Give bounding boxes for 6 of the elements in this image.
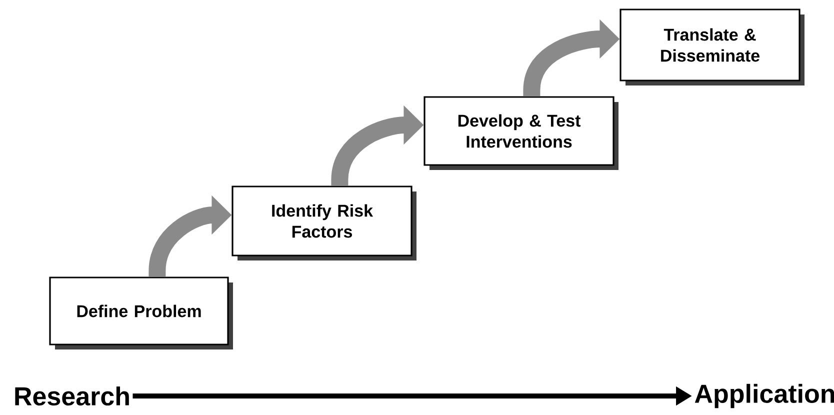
step-box: Translate & Disseminate: [620, 8, 804, 86]
step-box: Define Problem: [49, 276, 233, 350]
axis-label: Application: [694, 384, 834, 408]
axis-label: Research: [15, 386, 129, 406]
step-box: Identify Risk Factors: [232, 186, 416, 260]
step-box: Develop & Test Interventions: [424, 96, 618, 170]
